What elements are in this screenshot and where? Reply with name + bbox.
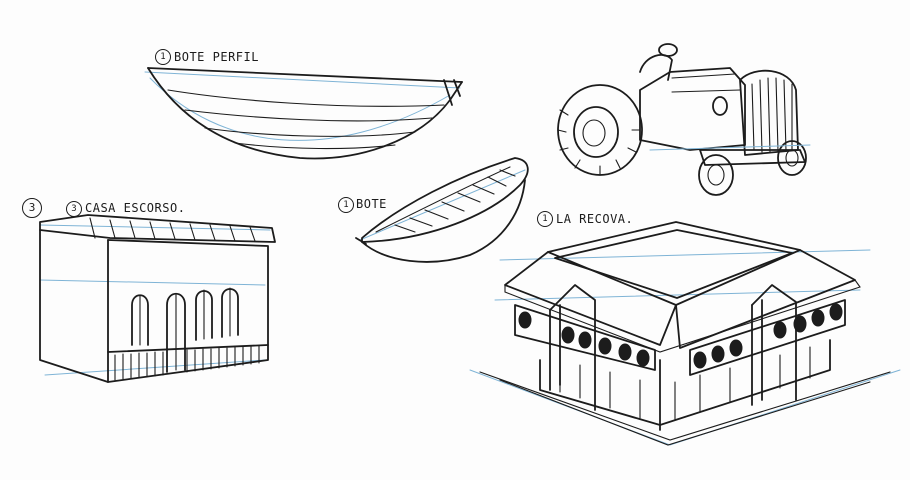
building-drawing [469,221,901,446]
boat-profile-label: BOTE PERFIL [174,50,259,64]
boat-label: BOTE [356,197,387,211]
house-extra-number: 3 [22,198,42,218]
boat-number: 1 [338,197,354,213]
boat-profile-number: 1 [155,49,171,65]
building-number: 1 [537,211,553,227]
building-label: LA RECOVA. [556,212,634,226]
house-label: CASA ESCORSO. [85,201,186,215]
boat-profile-drawing [144,67,463,160]
boat-drawing [355,157,529,263]
house-drawing [39,214,276,383]
tractor-drawing [557,43,811,196]
